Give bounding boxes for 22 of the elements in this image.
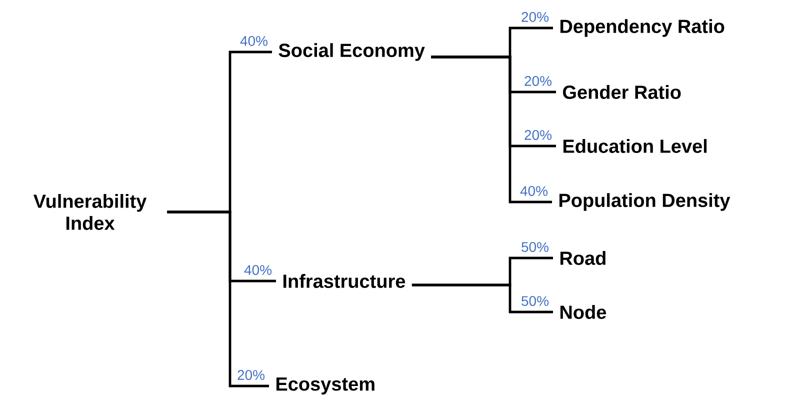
tree-branch	[167, 210, 269, 388]
edge-label: 40%	[240, 36, 269, 46]
tree-branch	[412, 284, 553, 314]
edge-label: 40%	[244, 264, 273, 276]
tree-label: Education Level	[563, 139, 707, 153]
edge-label: 40%	[520, 186, 549, 196]
tree-label: Gender Ratio	[563, 85, 681, 99]
edge-label: 20%	[520, 12, 550, 22]
edge-label: 50%	[520, 296, 550, 306]
tree-label: Social Economy	[278, 43, 425, 61]
tree-label: Ecosystem	[276, 378, 374, 394]
tree-branch	[431, 56, 552, 204]
tree-label: Infrastructure	[283, 274, 406, 288]
tree-label: Node	[560, 305, 606, 319]
edge-label: 20%	[524, 130, 553, 140]
tree-label: Vulnerability Index	[33, 194, 147, 230]
edge-label: 50%	[520, 242, 550, 252]
tree-label: Population Density	[559, 193, 730, 211]
tree-label: Dependency Ratio	[560, 19, 724, 37]
edge-label: 20%	[524, 76, 553, 86]
tree-label: Road	[560, 251, 606, 265]
edge-label: 20%	[236, 370, 266, 380]
